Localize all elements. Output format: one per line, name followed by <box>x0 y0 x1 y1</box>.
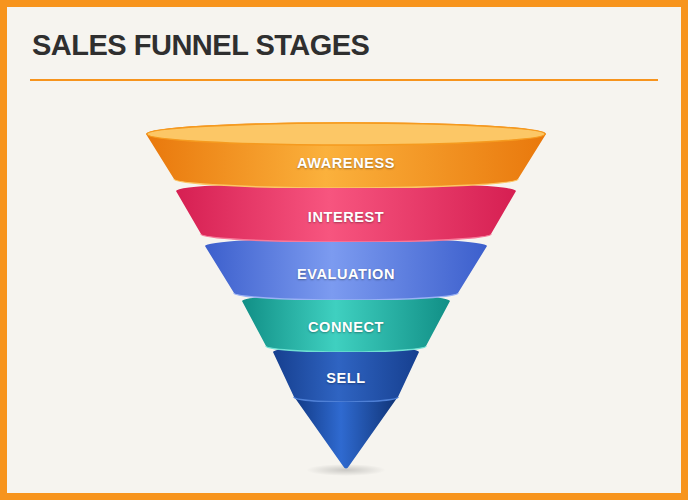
stage-label: CONNECT <box>242 319 450 335</box>
funnel-band: CONNECT <box>242 294 450 352</box>
stage-label: INTEREST <box>176 209 516 225</box>
funnel-band: EVALUATION <box>205 238 487 300</box>
funnel-band: SELL <box>273 346 419 402</box>
funnel-band: INTEREST <box>176 182 516 242</box>
title-rule <box>30 79 658 81</box>
stage-label: AWARENESS <box>146 155 546 171</box>
stage-label: SELL <box>273 370 419 386</box>
stage-label: EVALUATION <box>205 266 487 282</box>
funnel-band: AWARENESS <box>146 122 546 188</box>
title: SALES FUNNEL STAGES <box>32 29 369 62</box>
